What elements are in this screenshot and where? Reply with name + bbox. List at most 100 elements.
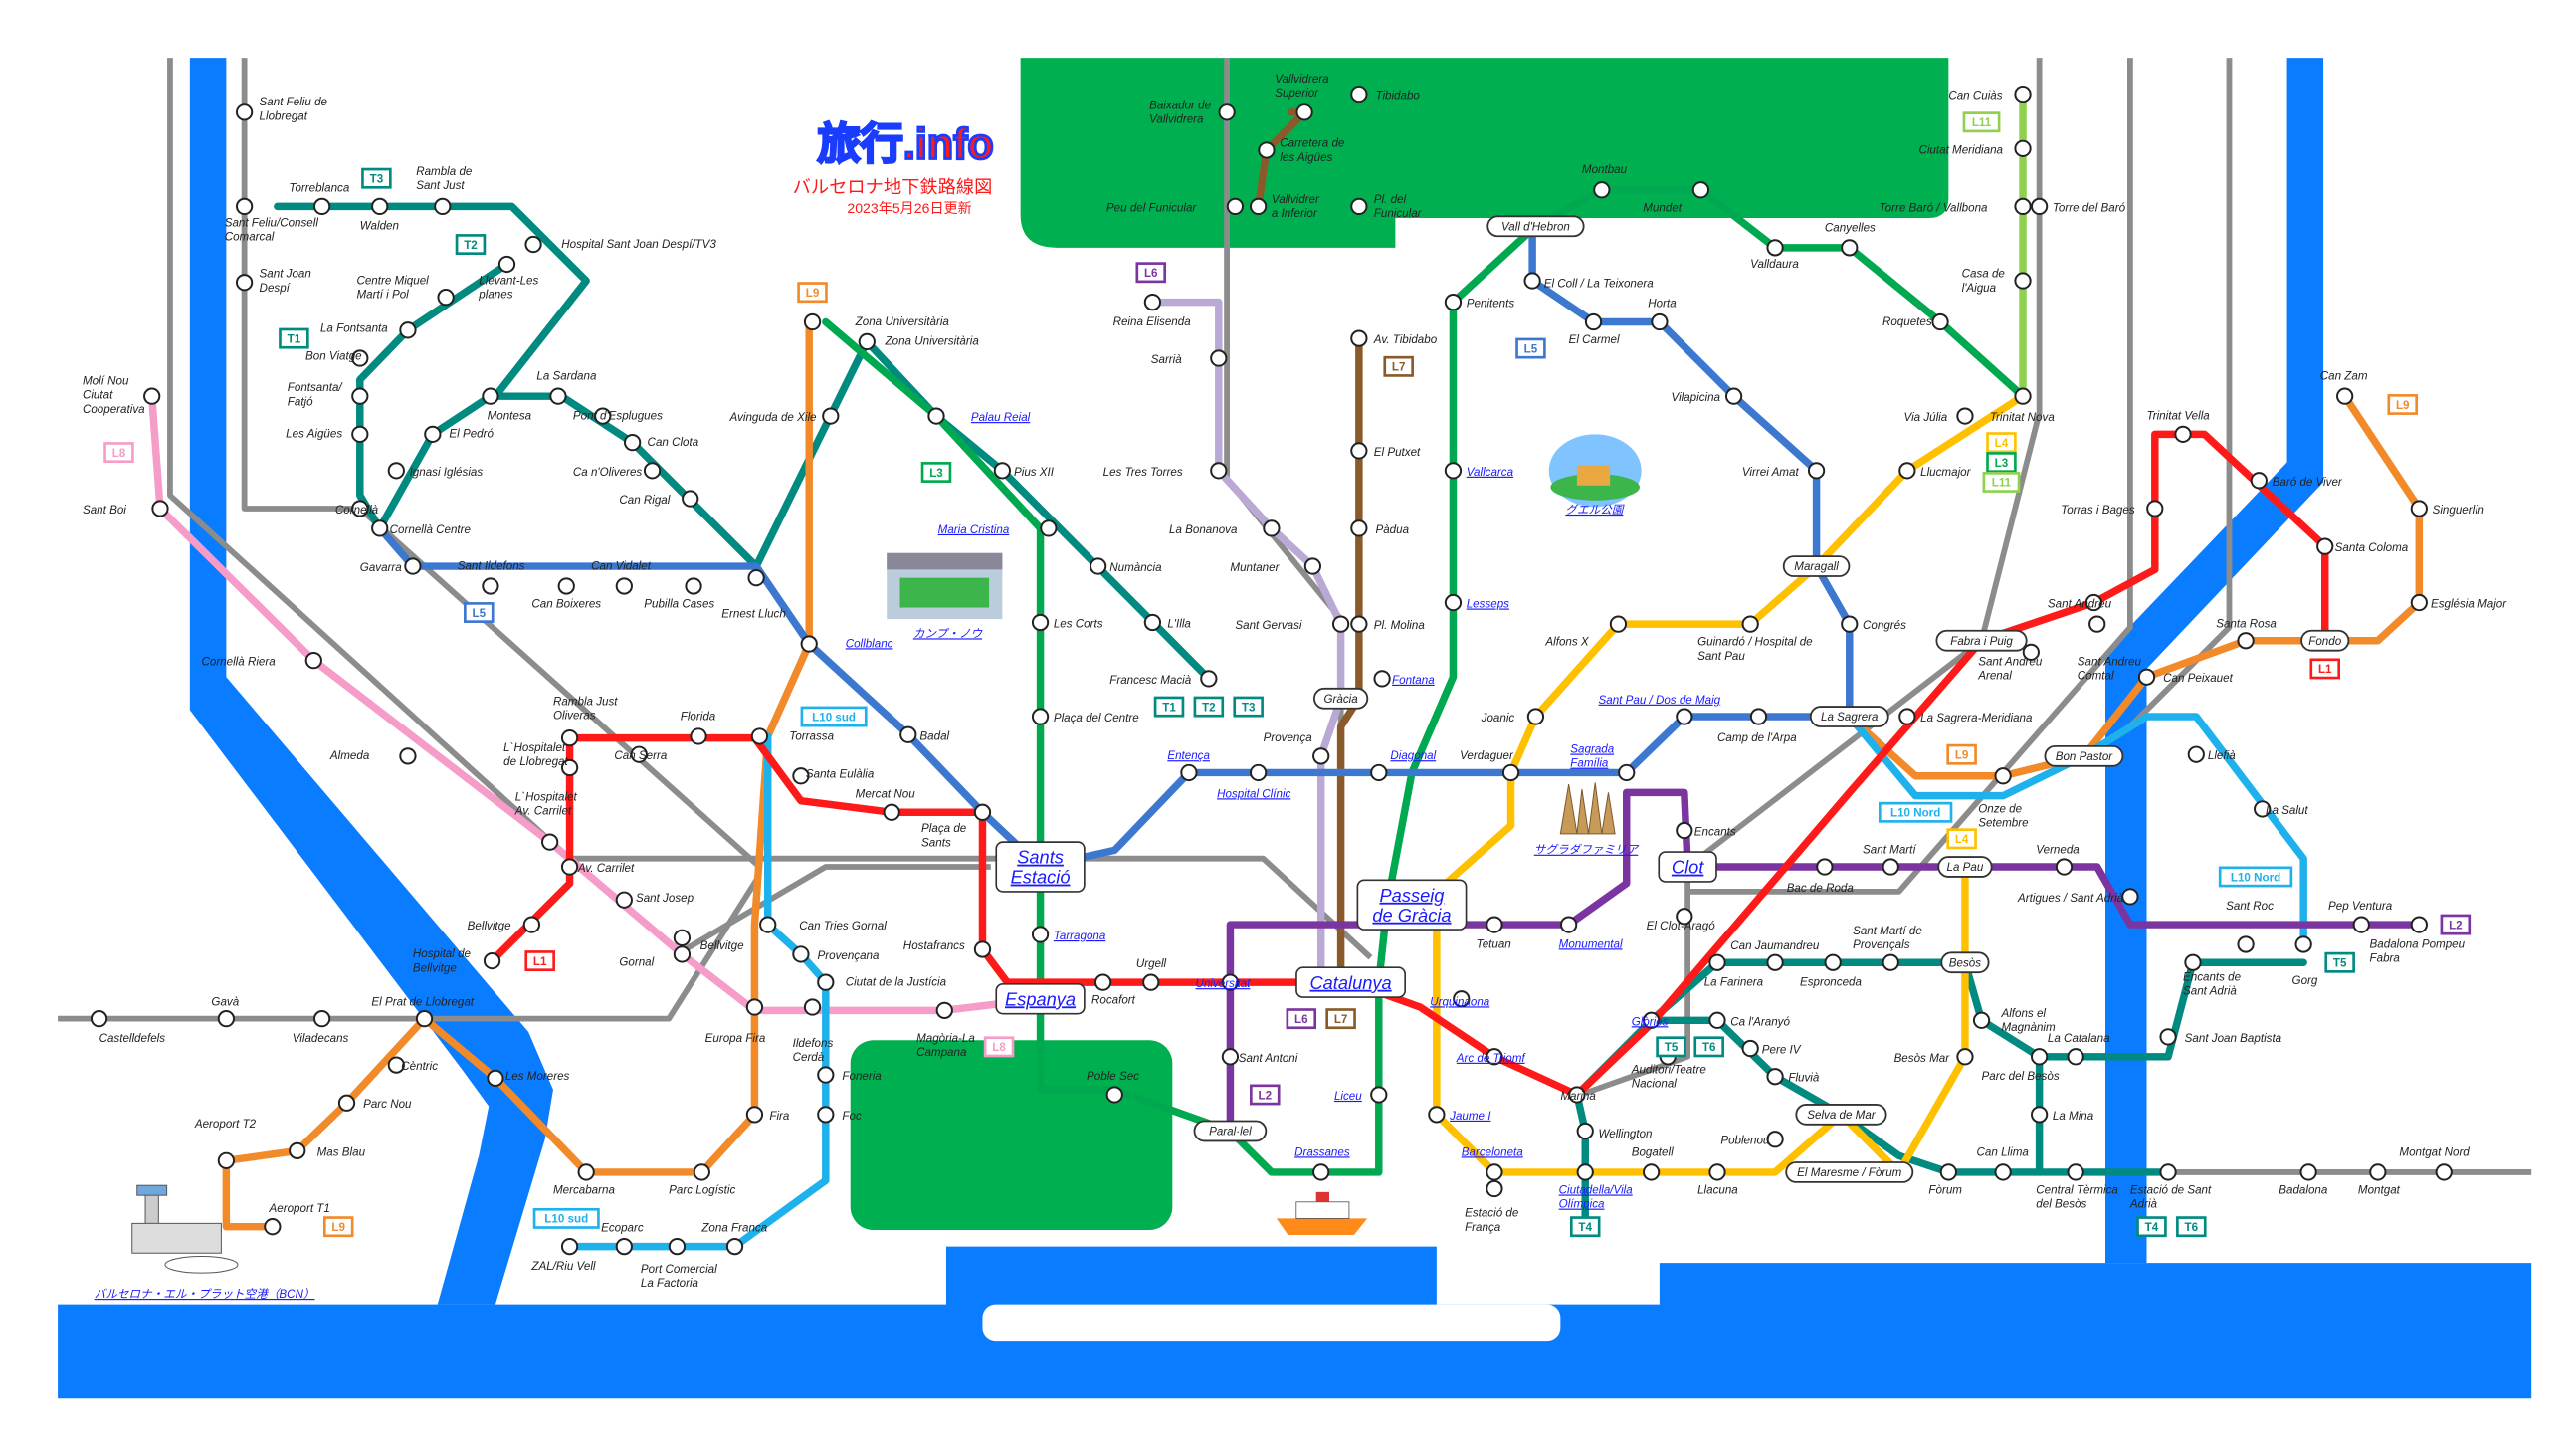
station-marker[interactable] [1221,1048,1240,1066]
station[interactable]: La Salut [2254,800,2308,818]
station[interactable]: Les Aigües [286,425,369,443]
station-marker[interactable] [90,1010,108,1028]
station[interactable]: Reina Elisenda [1113,293,1192,328]
station-name[interactable]: Fontana [1392,674,1435,687]
station-marker[interactable] [673,929,692,946]
station-marker[interactable] [745,998,764,1016]
station-name[interactable]: Collblanc [846,637,893,650]
station[interactable]: La Farinera [1704,953,1764,989]
station-marker[interactable] [2030,1106,2049,1124]
station[interactable]: Torreblanca [289,181,350,216]
station-marker[interactable] [1898,708,1916,725]
station-marker[interactable] [993,462,1012,480]
station-marker[interactable] [1031,708,1050,725]
station-name[interactable]: Hospital Clínic [1217,787,1290,800]
station[interactable]: Valldaura [1750,239,1799,271]
station-marker[interactable] [1105,1086,1123,1104]
station-marker[interactable] [549,387,567,405]
station-marker[interactable] [1766,1131,1784,1148]
station[interactable]: La Fontsanta [320,321,417,339]
station-marker[interactable] [1560,916,1578,933]
station[interactable]: Trinitat Vella [2147,409,2211,443]
station[interactable]: Can Boixeres [531,577,601,611]
station-marker[interactable] [1609,615,1628,633]
station-name[interactable]: Drassanes [1294,1145,1350,1158]
station[interactable]: Can Zam [2320,370,2368,405]
station-marker[interactable] [1676,821,1693,840]
station-marker[interactable] [693,1163,710,1181]
station-marker[interactable] [745,1106,764,1124]
station-marker[interactable] [351,349,369,367]
station-marker[interactable] [1708,1011,1726,1029]
station-marker[interactable] [1350,519,1368,537]
station-marker[interactable] [482,577,499,595]
station[interactable]: Mundet [1643,181,1710,214]
station-marker[interactable] [1444,593,1463,612]
station[interactable]: Palau Reial [927,407,1031,425]
station[interactable]: Cornellà Centre [371,519,472,537]
station-marker[interactable] [2410,593,2428,612]
station-marker[interactable] [803,998,822,1016]
station-marker[interactable] [973,803,992,821]
station-marker[interactable] [685,577,702,595]
station-marker[interactable] [690,727,707,745]
station-marker[interactable] [217,1151,235,1169]
station-marker[interactable] [792,945,810,963]
station[interactable]: Barceloneta [1462,1145,1524,1181]
station-marker[interactable] [1486,1163,1503,1181]
station-marker[interactable] [883,803,900,821]
station-marker[interactable] [2410,916,2428,933]
station[interactable]: Mas Blau [289,1141,366,1159]
station[interactable]: Glòries [1632,1011,1669,1029]
station-marker[interactable] [497,255,516,274]
station[interactable]: Foneria [817,1066,882,1084]
station-name[interactable]: Lesseps [1467,598,1509,611]
station-marker[interactable] [1370,1086,1388,1104]
station[interactable]: Sant Boi [83,500,169,517]
station-marker[interactable] [1593,181,1611,199]
station-marker[interactable] [2250,472,2268,490]
station-marker[interactable] [817,1106,835,1124]
station-marker[interactable] [1766,953,1784,971]
station-marker[interactable] [2014,85,2032,103]
station[interactable]: Tarragona [1031,926,1106,943]
station[interactable]: Marina [1560,1086,1596,1104]
station-marker[interactable] [1200,670,1218,688]
station-marker[interactable] [2435,1163,2453,1181]
station-marker[interactable] [1618,763,1636,782]
station-name[interactable]: Universitat [1196,977,1252,990]
station-marker[interactable] [1090,557,1107,575]
station-marker[interactable] [1807,462,1826,480]
station-marker[interactable] [1676,908,1693,926]
station-marker[interactable] [1898,462,1916,480]
station[interactable]: El Carmel [1569,312,1620,346]
station-marker[interactable] [487,1069,504,1087]
station[interactable]: Can Vidalet [591,559,652,595]
station-marker[interactable] [1642,1011,1661,1029]
station[interactable]: Vilapicina [1672,387,1743,405]
station-marker[interactable] [337,1094,356,1112]
station[interactable]: Sant Gervasi [1235,615,1350,633]
station-marker[interactable] [2088,615,2106,633]
station[interactable]: Clot [1658,851,1717,883]
station[interactable]: Florida [681,710,716,745]
station-marker[interactable] [2352,916,2370,933]
station-marker[interactable] [2410,500,2428,517]
station-marker[interactable] [371,519,389,537]
station[interactable]: Sant Ildefons [458,559,525,595]
